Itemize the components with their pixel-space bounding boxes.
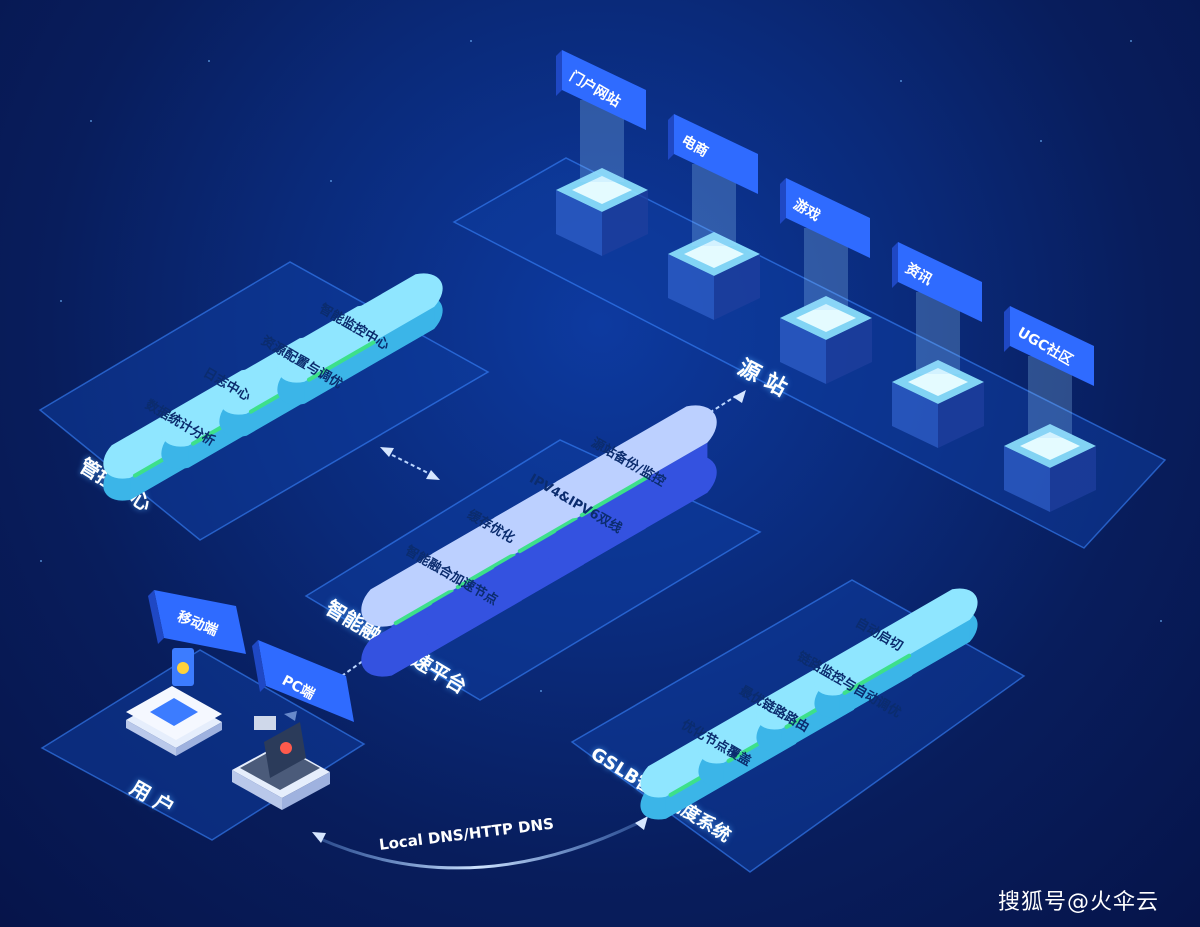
origin-site-tag <box>1004 306 1094 386</box>
dns-arc <box>317 820 641 870</box>
star <box>208 60 210 62</box>
origin-site-server <box>1004 356 1096 512</box>
origin-site-server <box>668 164 760 320</box>
arrow-icon <box>635 816 648 830</box>
origin-site-tag <box>556 50 646 130</box>
management-center-module <box>277 273 443 405</box>
origin-site-server <box>892 292 984 448</box>
connector-mgmt-platform <box>391 454 431 475</box>
star <box>90 120 92 122</box>
star <box>40 560 42 562</box>
star <box>330 180 332 182</box>
star <box>1130 40 1132 42</box>
origin-site-server <box>780 228 872 384</box>
watermark: 搜狐号@火伞云 <box>998 890 1160 915</box>
pc-tag <box>252 640 354 722</box>
star <box>1160 620 1162 622</box>
arrow-icon <box>733 390 746 403</box>
star <box>470 40 472 42</box>
mobile-tag <box>148 590 246 654</box>
gslb-module <box>814 588 978 718</box>
origin-site-server <box>556 100 648 256</box>
arrow-icon <box>380 447 394 457</box>
star <box>900 80 902 82</box>
origin-site-tag <box>780 178 870 258</box>
acceleration-platform-module <box>547 405 717 569</box>
star <box>60 300 62 302</box>
mobile-device-icon <box>126 648 222 756</box>
star <box>540 690 542 692</box>
arrow-icon <box>426 470 440 480</box>
laptop-icon <box>232 716 330 810</box>
star <box>1040 140 1042 142</box>
arrow-icon <box>312 832 326 843</box>
origin-site-tag <box>668 114 758 194</box>
origin-site-tag <box>892 242 982 322</box>
